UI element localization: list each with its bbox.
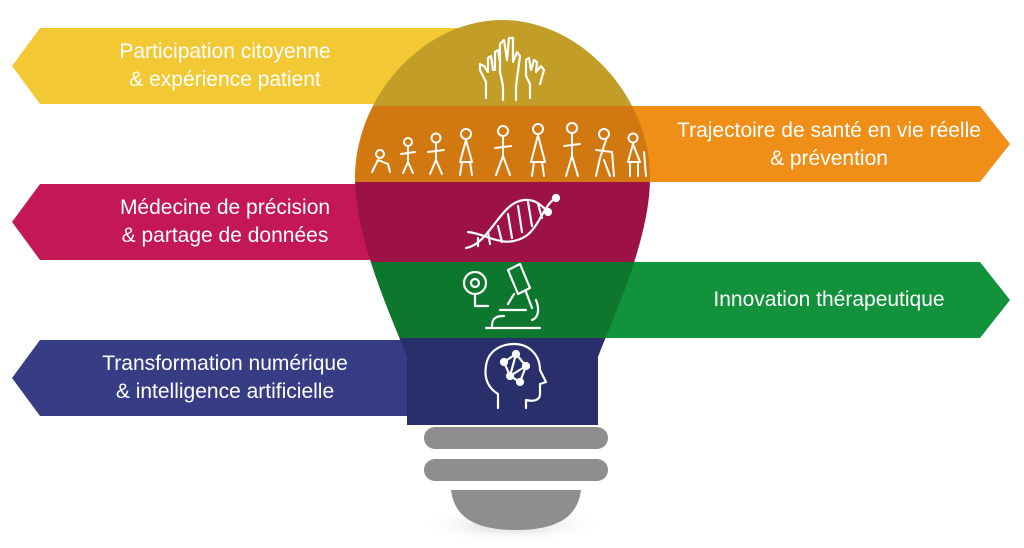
life-stages-icon [371,122,647,177]
microscope-icon [462,262,542,330]
ai-head-icon [484,342,548,410]
banner-arrow-transformation [12,340,530,416]
bulb-base-tip [451,490,581,530]
bulb-base-ring-2 [424,459,608,481]
raised-hands-icon [478,36,546,102]
banner-label-transformation: Transformation numérique& intelligence a… [102,352,348,403]
banner-label-trajectoire: Trajectoire de santé en vie réelle& prév… [677,119,981,170]
bulb-base-ring-1 [424,427,608,449]
banner-label-medecine: Médecine de précision& partage de donnée… [119,196,331,247]
banner-label-innovation: Innovation thérapeutique [713,288,945,311]
dna-icon [464,193,561,250]
banner-label-participation: Participation citoyenne& expérience pati… [119,40,331,91]
